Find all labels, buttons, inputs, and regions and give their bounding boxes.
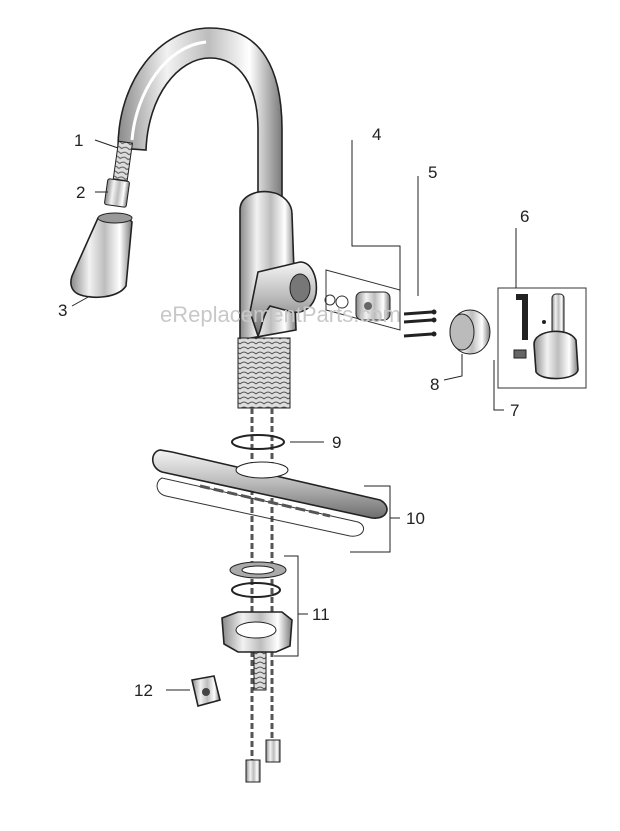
part-4-cartridge	[324, 269, 401, 331]
part-10-deck-plate	[151, 449, 388, 537]
callout-11: 11	[312, 605, 330, 624]
callout-labels: 1 2 3 4 5 6 7 8 9 10 11 12	[58, 125, 529, 700]
part-12-nut	[191, 675, 221, 707]
part-8-bonnet-cap	[449, 309, 491, 355]
callout-1: 1	[74, 131, 83, 150]
callout-9: 9	[332, 433, 341, 452]
callout-3: 3	[58, 301, 67, 320]
callout-4: 4	[372, 125, 381, 144]
callout-2: 2	[76, 183, 85, 202]
callout-6: 6	[520, 207, 529, 226]
callout-5: 5	[428, 163, 437, 182]
watermark-text: eReplacementParts.com	[160, 302, 401, 327]
callout-8: 8	[430, 375, 439, 394]
part-6-7-handle-kit	[497, 287, 587, 389]
part-1-hose-spring	[112, 140, 134, 182]
faucet-body	[239, 190, 318, 341]
callout-7: 7	[510, 401, 519, 420]
leader-lines	[71, 139, 517, 691]
part-2-connector	[104, 178, 130, 208]
callout-10: 10	[406, 509, 425, 528]
mounting-shank	[237, 337, 291, 409]
part-3-spray-head	[70, 212, 133, 299]
part-5-screws	[403, 309, 437, 338]
part-9-o-ring	[231, 434, 285, 450]
part-11-mounting-hardware	[221, 561, 293, 653]
faucet-spout	[117, 27, 283, 201]
callout-12: 12	[134, 681, 153, 700]
